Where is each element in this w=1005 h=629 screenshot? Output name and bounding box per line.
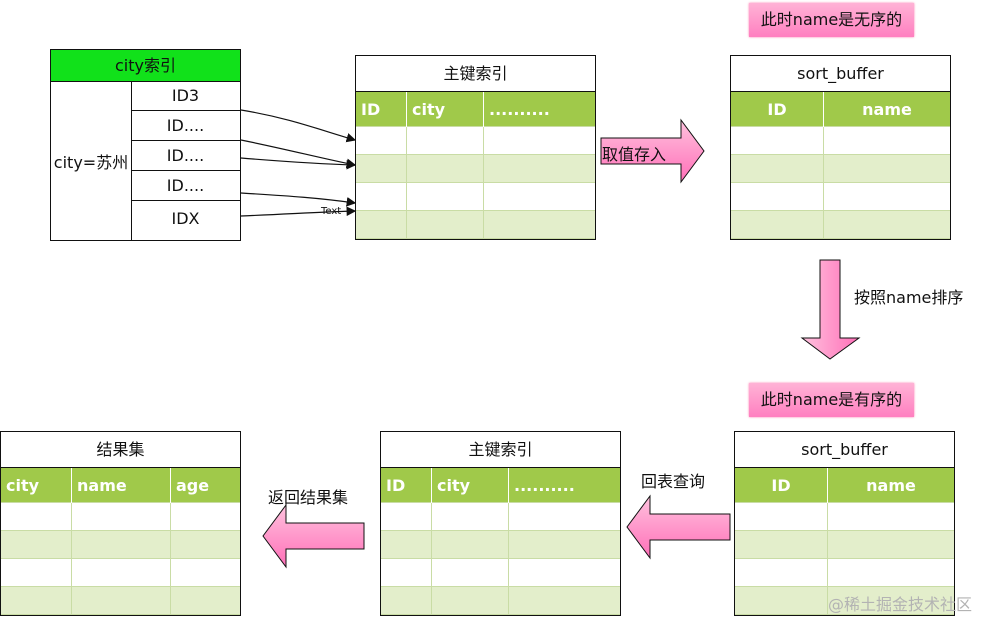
note-sorted: 此时name是有序的 — [749, 383, 914, 417]
column-header: city — [431, 468, 509, 503]
index-id-cell: ID.... — [131, 171, 240, 201]
index-id-cell: ID.... — [131, 141, 240, 171]
table-row — [381, 586, 620, 615]
column-header: city — [1, 468, 72, 503]
connector-arrow — [240, 139, 357, 169]
table-row — [731, 182, 950, 211]
table-row — [356, 154, 595, 183]
table-row — [1, 586, 240, 615]
column-header: ID — [381, 468, 432, 503]
sort-label: 按照name排序 — [854, 288, 964, 307]
table-title: sort_buffer — [735, 432, 954, 468]
column-header: ID — [356, 92, 407, 127]
watermark: @稀土掘金技术社区 — [828, 595, 973, 614]
city-index-table: city索引 city=苏州 ID3 ID.... ID.... ID.... … — [50, 49, 241, 241]
result-set-table: 结果集 city name age — [0, 431, 241, 616]
column-header: name — [823, 92, 950, 127]
table-row — [1, 558, 240, 587]
connector-arrow — [240, 206, 357, 217]
table-row — [381, 502, 620, 531]
table-row — [731, 154, 950, 183]
table-row — [1, 502, 240, 531]
return-arrow — [262, 503, 365, 569]
table-row — [381, 558, 620, 587]
table-title: 主键索引 — [356, 56, 595, 92]
table-row — [735, 558, 954, 587]
connector-arrow — [240, 192, 357, 207]
index-id-cell: ID.... — [131, 111, 240, 141]
table-row — [735, 586, 954, 615]
table-row — [381, 530, 620, 559]
table-title: 主键索引 — [381, 432, 620, 468]
column-header: ID — [731, 92, 824, 127]
table-row — [731, 126, 950, 155]
connector-arrow — [240, 109, 357, 143]
table-row — [356, 126, 595, 155]
column-header: name — [71, 468, 171, 503]
city-index-header: city索引 — [51, 50, 240, 82]
lookup-arrow — [626, 494, 731, 560]
lookup-label: 回表查询 — [641, 472, 706, 491]
column-header: .......... — [483, 92, 595, 127]
sort-buffer-table: sort_buffer ID name — [734, 431, 955, 616]
return-label: 返回结果集 — [268, 488, 349, 507]
table-row — [356, 182, 595, 211]
connector-arrow — [240, 157, 357, 170]
table-title: sort_buffer — [731, 56, 950, 92]
city-index-label: city=苏州 — [51, 81, 132, 240]
fetch-arrow — [600, 118, 705, 184]
index-id-cell: ID3 — [131, 81, 240, 111]
sort-buffer-table: sort_buffer ID name — [730, 55, 951, 240]
index-id-cell: IDX — [171, 209, 200, 228]
table-row — [735, 530, 954, 559]
primary-index-table: 主键索引 ID city .......... — [380, 431, 621, 616]
fetch-label: 取值存入 — [602, 145, 667, 164]
column-header: .......... — [508, 468, 620, 503]
column-header: name — [827, 468, 954, 503]
table-title: 结果集 — [1, 432, 240, 468]
column-header: city — [406, 92, 484, 127]
table-row — [731, 210, 950, 239]
note-unsorted: 此时name是无序的 — [749, 3, 914, 37]
table-row — [735, 502, 954, 531]
sort-arrow — [800, 259, 861, 360]
primary-index-table: 主键索引 ID city .......... — [355, 55, 596, 240]
arrow-text-label: Text — [321, 206, 342, 217]
column-header: age — [170, 468, 240, 503]
table-row — [1, 530, 240, 559]
column-header: ID — [735, 468, 828, 503]
table-row — [356, 210, 595, 239]
